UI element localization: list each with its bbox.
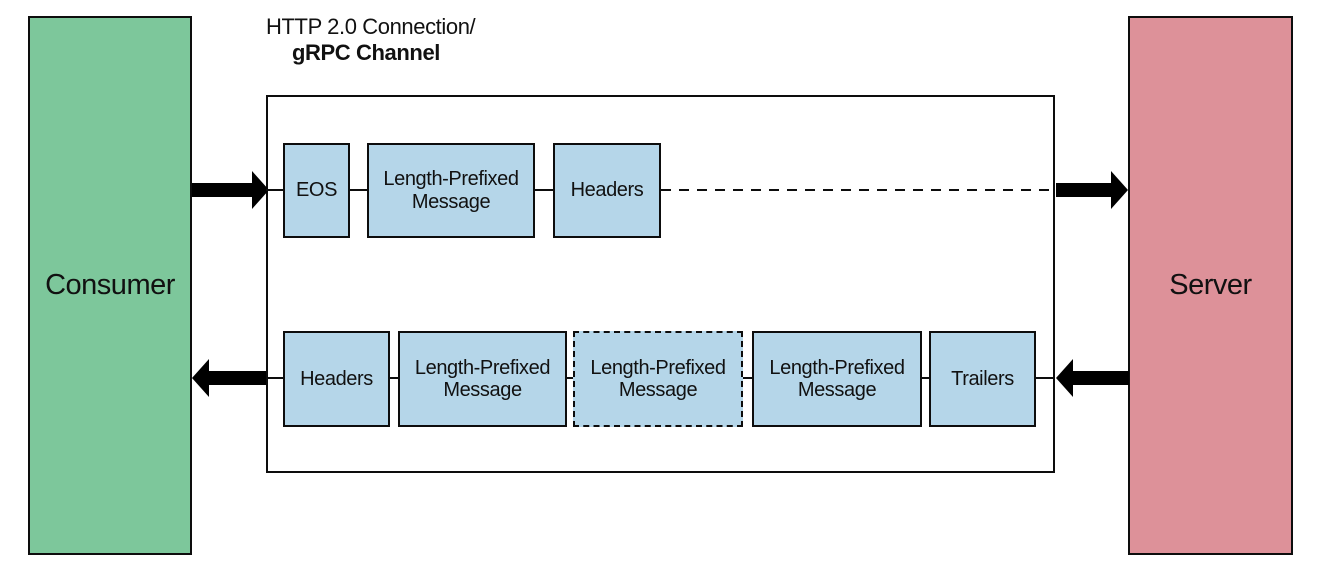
connector-line — [266, 377, 283, 379]
server-label: Server — [1169, 269, 1252, 301]
dashed-stream-line — [661, 189, 1053, 191]
channel-title-line2: gRPC Channel — [292, 40, 440, 65]
arrow-right-icon — [1056, 183, 1112, 197]
channel-title: HTTP 2.0 Connection/ gRPC Channel — [266, 14, 476, 66]
connector-line — [922, 377, 929, 379]
connector-line — [266, 189, 283, 191]
arrow-left-head-icon — [192, 359, 209, 397]
frame-length-prefixed-message-optional: Length-Prefixed Message — [573, 331, 743, 427]
arrow-right-head-icon — [252, 171, 269, 209]
frame-headers: Headers — [553, 143, 661, 238]
arrow-right-icon — [192, 183, 253, 197]
connector-line — [743, 377, 752, 379]
consumer-label: Consumer — [45, 269, 175, 301]
arrow-left-head-icon — [1056, 359, 1073, 397]
channel-title-line1: HTTP 2.0 Connection/ — [266, 14, 476, 39]
consumer-box: Consumer — [28, 16, 192, 555]
arrow-right-head-icon — [1111, 171, 1128, 209]
server-box: Server — [1128, 16, 1293, 555]
frame-length-prefixed-message: Length-Prefixed Message — [752, 331, 922, 427]
connector-line — [567, 377, 573, 379]
frame-trailers: Trailers — [929, 331, 1036, 427]
frame-length-prefixed-message: Length-Prefixed Message — [398, 331, 567, 427]
connector-line — [1036, 377, 1055, 379]
arrow-left-icon — [208, 371, 266, 385]
connector-line — [535, 189, 553, 191]
connector-line — [350, 189, 367, 191]
frame-length-prefixed-message: Length-Prefixed Message — [367, 143, 535, 238]
frame-headers: Headers — [283, 331, 390, 427]
connector-line — [390, 377, 398, 379]
arrow-left-icon — [1072, 371, 1129, 385]
frame-eos: EOS — [283, 143, 350, 238]
